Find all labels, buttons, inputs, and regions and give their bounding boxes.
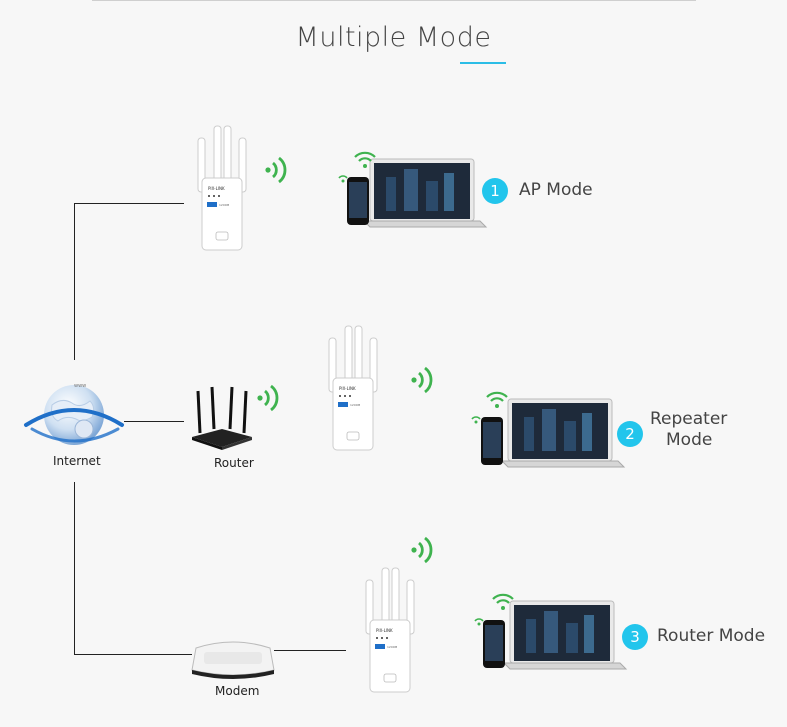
wifi-signal-icon <box>486 390 508 408</box>
router-icon <box>190 385 254 451</box>
wifi-signal-icon <box>472 614 486 626</box>
wifi-signal-icon <box>354 150 376 168</box>
wifi-signal-icon <box>492 592 514 610</box>
smartphone-icon <box>482 619 506 669</box>
page-title: Multiple Mode <box>0 22 787 53</box>
wifi-signal-icon <box>469 412 483 424</box>
connector-modem-extender <box>274 650 346 651</box>
connector-bottom-vertical <box>74 482 75 654</box>
laptop-icon <box>364 157 486 229</box>
wifi-signal-icon <box>264 156 290 184</box>
smartphone-icon <box>480 416 504 466</box>
internet-label: Internet <box>53 454 101 468</box>
mode-3-label: Router Mode <box>657 626 765 647</box>
connector-router-horizontal <box>124 421 184 422</box>
wifi-signal-icon <box>336 171 350 183</box>
mode-1-label: AP Mode <box>519 180 593 201</box>
wifi-signal-icon <box>256 384 282 412</box>
laptop-icon <box>502 397 624 469</box>
extender-1-icon: PIX-LINK 1200M <box>194 124 250 252</box>
extender-2-icon: PIX-LINK 1200M <box>325 324 381 452</box>
svg-text:1200M: 1200M <box>387 645 398 649</box>
connector-top-horizontal <box>74 203 184 204</box>
modem-label: Modem <box>215 684 259 698</box>
top-rule <box>92 0 696 1</box>
mode-3-badge: 3 <box>622 624 648 650</box>
laptop-icon <box>504 599 626 671</box>
extender-3-icon: PIX-LINK 1200M <box>362 566 418 694</box>
mode-2-label-line1: Repeater <box>650 409 727 430</box>
svg-text:1200M: 1200M <box>350 403 361 407</box>
mode-2-label-line2: Mode <box>666 430 712 451</box>
modem-icon <box>190 638 276 682</box>
svg-text:PIX-LINK: PIX-LINK <box>339 386 356 391</box>
wifi-signal-icon <box>410 366 436 394</box>
mode-2-badge: 2 <box>617 421 643 447</box>
wifi-signal-icon <box>410 536 436 564</box>
svg-text:www: www <box>74 383 86 389</box>
smartphone-icon <box>346 176 370 226</box>
svg-text:1200M: 1200M <box>219 203 230 207</box>
title-underline <box>460 62 506 64</box>
svg-text:PIX-LINK: PIX-LINK <box>208 186 225 191</box>
internet-globe-icon: www <box>22 375 126 455</box>
connector-top-vertical <box>74 203 75 360</box>
svg-text:PIX-LINK: PIX-LINK <box>376 628 393 633</box>
router-label: Router <box>214 456 254 470</box>
mode-1-badge: 1 <box>482 178 508 204</box>
connector-bottom-horizontal <box>74 654 192 655</box>
